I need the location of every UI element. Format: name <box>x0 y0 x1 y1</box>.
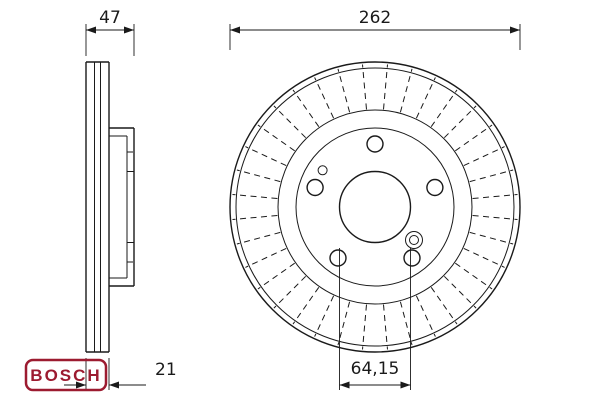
arrowhead-right <box>109 381 119 389</box>
dimension-thickness: 21 <box>64 358 177 390</box>
extension-lines <box>339 248 411 390</box>
center-bore-circle <box>338 170 412 244</box>
vent-gap-walls <box>94 62 101 352</box>
vent-vanes <box>232 64 518 350</box>
front-view <box>229 61 521 353</box>
retaining-screw-hole <box>317 165 328 176</box>
side-view-cross-section <box>85 61 135 353</box>
hat-edge-circle <box>295 127 455 287</box>
arrowhead-right <box>400 381 411 389</box>
arrowhead-right <box>124 26 134 34</box>
wheel-bolt-holes <box>306 135 444 267</box>
outer-diameter-circle <box>229 61 521 353</box>
dimension-outer-diameter: 262 <box>229 8 521 50</box>
bosch-logo-text: BOSCH <box>30 366 101 385</box>
center-bore-edges <box>127 171 134 243</box>
outer-chamfer-circle <box>235 67 515 347</box>
bolt-hole-hidden-lines <box>127 151 134 263</box>
arrowhead-left <box>230 26 240 34</box>
arrowhead-left <box>86 26 96 34</box>
arrowhead-right <box>510 26 520 34</box>
dim-label-total-height: 47 <box>99 8 121 28</box>
band-caps <box>86 61 109 353</box>
friction-inner-circle <box>277 109 473 305</box>
hat-inner-walls <box>109 135 128 279</box>
arrowhead-left <box>339 381 350 389</box>
band-faces <box>85 62 110 352</box>
extension-lines <box>229 24 521 50</box>
dim-label-thickness: 21 <box>155 360 177 380</box>
bosch-logo-border <box>24 358 108 392</box>
hat-outline <box>109 127 135 287</box>
dimension-center-bore: 64,15 <box>339 248 411 390</box>
bosch-logo: BOSCH <box>24 358 108 392</box>
dim-label-center-bore: 64,15 <box>351 359 400 379</box>
dimension-total-height: 47 <box>85 8 135 56</box>
extension-lines <box>85 24 135 56</box>
dim-label-outer-diameter: 262 <box>359 8 391 28</box>
countersunk-screw-hole <box>405 231 423 249</box>
arrowhead-left <box>76 381 86 389</box>
